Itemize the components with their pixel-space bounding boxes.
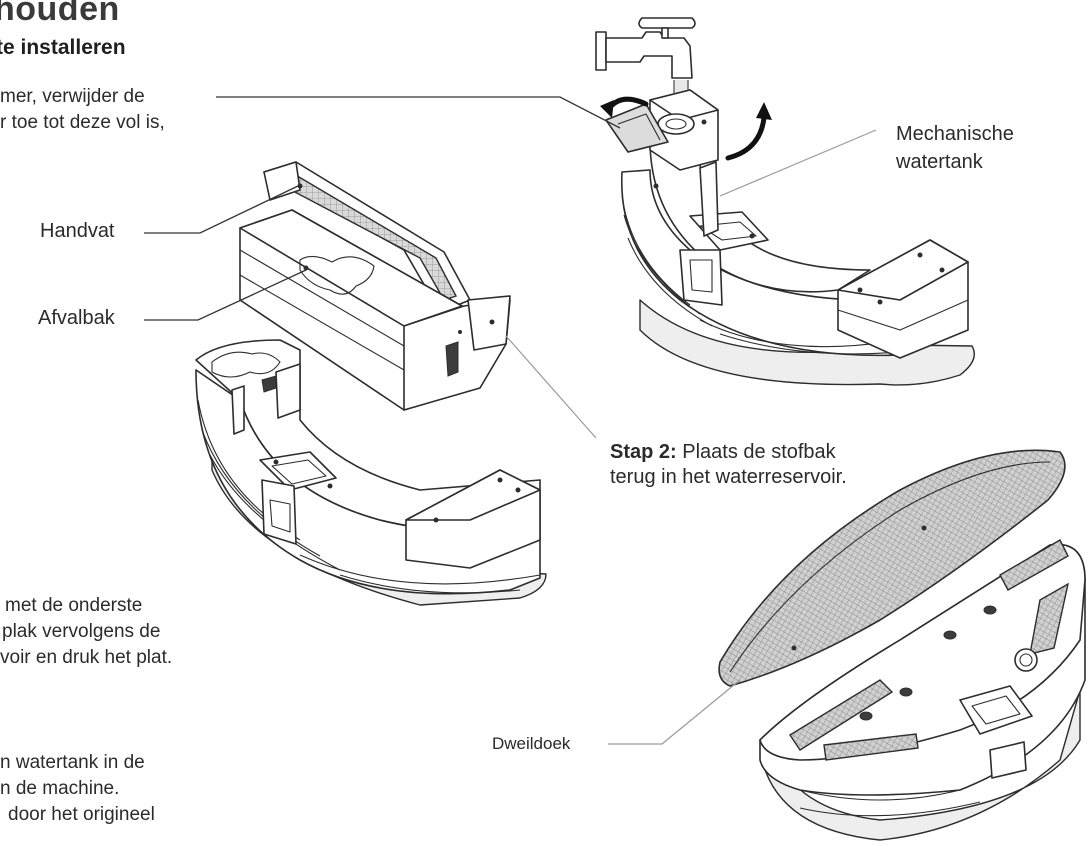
leader-step1	[216, 97, 620, 128]
label-watertank-line1: Mechanische	[896, 120, 1014, 148]
leader-dweildoek	[608, 680, 740, 744]
step2-instruction: Stap 2: Plaats de stofbak terug in het w…	[610, 440, 847, 490]
instruction-step3-line3: voir en druk het plat.	[0, 645, 172, 671]
mop-cloth-illustration	[719, 450, 1085, 840]
label-handvat: Handvat	[40, 220, 115, 243]
leader-watertank	[720, 130, 876, 196]
instruction-step1-line1: mer, verwijder de	[0, 84, 165, 110]
instruction-step4-line1: n watertank in de	[0, 750, 155, 776]
instruction-step3-line2: plak vervolgens de	[0, 619, 172, 645]
instruction-step3-line1: met de onderste	[0, 593, 172, 619]
instruction-step4: n watertank in de n de machine. door het…	[0, 750, 155, 828]
instruction-step1: mer, verwijder de r toe tot deze vol is,	[0, 84, 165, 136]
instruction-step3: met de onderste plak vervolgens de voir …	[0, 593, 172, 671]
instruction-step4-line2: n de machine.	[0, 776, 155, 802]
step2-line1: Plaats de stofbak	[677, 441, 836, 463]
step2-line2: terug in het waterreservoir.	[610, 465, 847, 490]
section-subtitle: te installeren	[0, 36, 126, 60]
instruction-step4-line3: door het origineel	[0, 802, 155, 828]
label-afvalbak: Afvalbak	[38, 307, 115, 330]
label-watertank-line2: watertank	[896, 148, 1014, 176]
leader-step2	[506, 336, 596, 438]
instruction-step1-line2: r toe tot deze vol is,	[0, 110, 165, 136]
label-dweildoek: Dweildoek	[492, 734, 570, 754]
step2-prefix: Stap 2:	[610, 441, 677, 463]
page-title: houden	[0, 0, 120, 29]
label-mechanical-watertank: Mechanische watertank	[896, 120, 1014, 176]
